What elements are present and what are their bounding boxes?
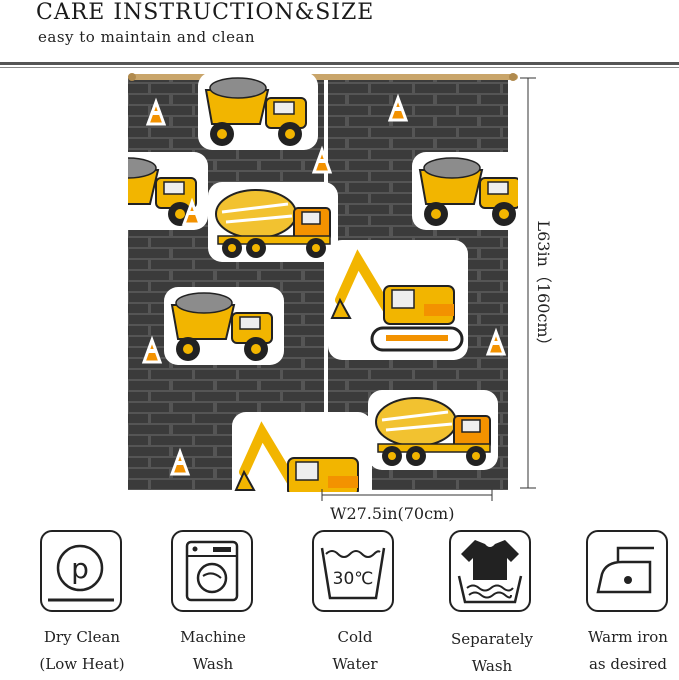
divider <box>0 62 679 65</box>
iron-icon <box>586 530 668 612</box>
page-subtitle: easy to maintain and clean <box>38 28 256 46</box>
wash-temp-label: 30℃ <box>333 569 374 589</box>
page-title: CARE INSTRUCTION&SIZE <box>36 0 375 25</box>
washing-machine-icon <box>171 530 253 612</box>
care-label-dry-clean: Dry Clean(Low Heat) <box>39 628 125 673</box>
width-label: W27.5in(70cm) <box>330 504 455 523</box>
width-dimension-line <box>321 489 493 501</box>
length-dimension-line <box>520 77 536 489</box>
divider-thin <box>0 67 679 68</box>
length-label: L63in（160cm） <box>534 220 553 354</box>
curtain-illustration <box>128 72 518 492</box>
dry-clean-p-icon: p <box>40 530 122 612</box>
svg-text:p: p <box>71 552 89 585</box>
wash-tub-icon: 30℃ <box>312 530 394 612</box>
separate-wash-shirt-icon <box>449 530 531 612</box>
